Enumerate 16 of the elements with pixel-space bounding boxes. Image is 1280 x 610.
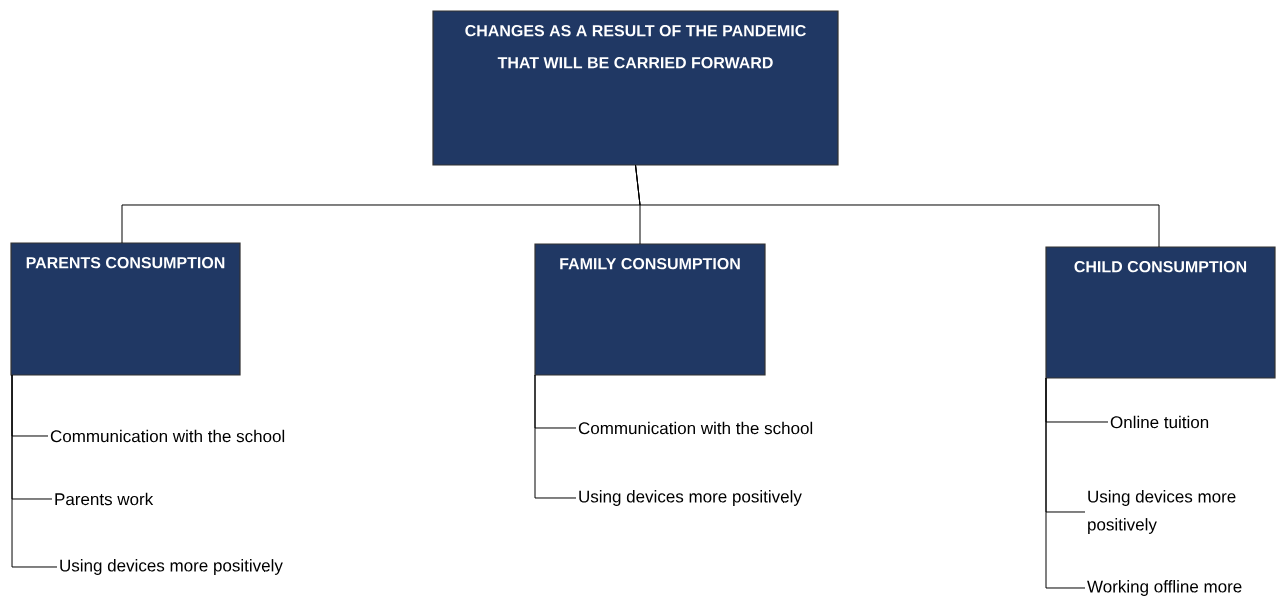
item-text: Using devices more positively	[579, 490, 802, 506]
connector-line	[635, 164, 1160, 248]
item-text: Parents work	[55, 492, 154, 506]
connector-line	[1045, 377, 1086, 589]
category-box: CHANGES AS A RESULT OF THE PANDEMIC THAT WILL BE CARRIED FORWARD	[432, 10, 839, 166]
category-box: PARENTS CONSUMPTION	[10, 242, 241, 376]
item-text: Online tuition	[1110, 415, 1209, 429]
item-text: Using devices more positively	[60, 559, 283, 575]
item-text: Communication with the school	[578, 421, 813, 435]
item-text: Using devices more positively	[1088, 490, 1236, 534]
item-text: Communication with the school	[50, 429, 285, 443]
category-box: CHILD CONSUMPTION	[1045, 246, 1276, 379]
category-box: FAMILY CONSUMPTION	[534, 243, 766, 376]
connector-line	[534, 374, 577, 499]
connector-line	[11, 374, 58, 568]
item-text: Working offline more	[1087, 580, 1242, 596]
